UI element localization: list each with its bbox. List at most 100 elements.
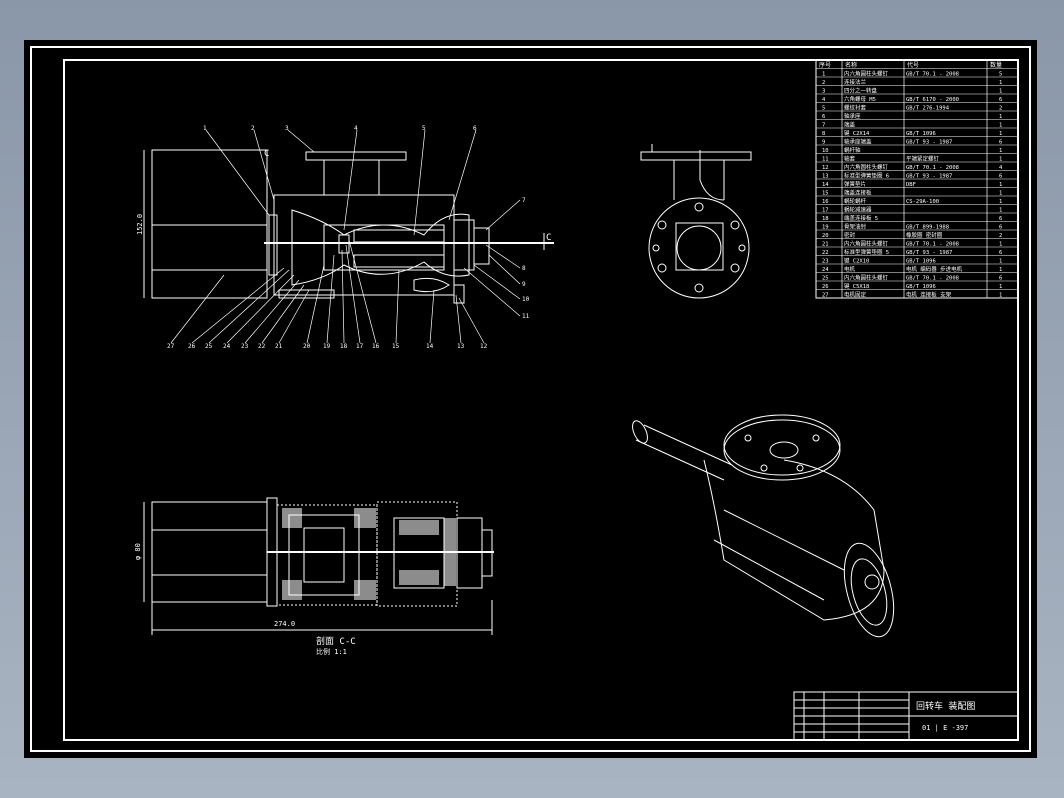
section-label: 剖面 C-C [316, 635, 356, 647]
bom-cell-no: 19 [822, 225, 829, 231]
outer-border [30, 46, 1031, 752]
drawing-title: 回转车 装配图 [916, 700, 975, 712]
bom-cell-qty: 6 [999, 250, 1002, 256]
bom-cell-qty: 1 [999, 114, 1002, 120]
bom-cell-qty: 1 [999, 80, 1002, 86]
part-balloon: 14 [426, 343, 434, 350]
bom-cell-no: 27 [822, 293, 829, 299]
part-balloon: 1 [203, 125, 207, 132]
bom-cell-code: GB/T 6170 - 2000 [906, 97, 959, 103]
bom-cell-name: 键 C2X14 [844, 129, 870, 137]
front-section-view [143, 149, 554, 304]
bom-cell-name: 骨架油封 [844, 223, 867, 231]
bom-cell-qty: 1 [999, 182, 1002, 188]
part-balloon: 18 [340, 343, 348, 350]
part-balloon: 8 [522, 265, 526, 272]
bom-cell-no: 17 [822, 208, 829, 214]
bom-cell-code: GB/T 93 - 1987 [906, 250, 952, 256]
bom-cell-code: DBF [906, 182, 916, 188]
bom-cell-qty: 1 [999, 191, 1002, 197]
section-mark-right: C [546, 233, 551, 243]
bom-cell-no: 3 [822, 89, 825, 95]
part-balloon: 23 [241, 343, 249, 350]
bom-cell-name: 端盖 [844, 121, 856, 129]
section-view-cc [143, 497, 494, 635]
bom-header-cell: 数量 [990, 61, 1002, 69]
part-balloon: 3 [285, 125, 289, 132]
bom-cell-no: 24 [822, 267, 829, 273]
bom-cell-name: 内六角圆柱头螺钉 [844, 240, 889, 248]
bom-cell-name: 弹簧垫片 [844, 180, 866, 188]
dimension-diameter: φ 80 [134, 543, 142, 560]
part-balloon: 2 [251, 125, 255, 132]
bom-cell-qty: 6 [999, 225, 1002, 231]
part-balloon: 25 [205, 343, 213, 350]
dimension-height: 152.0 [136, 214, 144, 235]
bom-cell-qty: 1 [999, 293, 1002, 299]
bom-cell-code: GB/T 93 - 1987 [906, 174, 952, 180]
bom-header-cell: 序号 [819, 61, 831, 69]
side-view [640, 144, 752, 299]
part-balloon: 15 [392, 343, 400, 350]
leader-lines [170, 129, 521, 344]
bom-cell-code: GB/T 70.1 - 2008 [906, 72, 959, 78]
bom-cell-no: 2 [822, 80, 825, 86]
bom-cell-name: 标准型弹簧垫圈 6 [844, 172, 889, 180]
section-scale: 比例 1:1 [316, 647, 347, 656]
bom-cell-name: 六角螺母 M5 [844, 95, 876, 103]
bom-cell-no: 15 [822, 191, 829, 197]
bom-cell-no: 23 [822, 259, 829, 265]
bom-cell-no: 9 [822, 140, 825, 146]
bom-cell-no: 8 [822, 131, 825, 137]
bom-cell-name: 蜗杆轴 [844, 146, 861, 154]
part-balloon: 21 [275, 343, 283, 350]
bom-cell-code: GB/T 276-1994 [906, 106, 950, 112]
part-balloon: 20 [303, 343, 311, 350]
bom-cell-code: GB/T 93 - 1987 [906, 140, 952, 146]
bom-cell-name: 轴承座端盖 [844, 138, 872, 146]
bom-cell-no: 18 [822, 216, 829, 222]
part-balloon: 22 [258, 343, 266, 350]
bom-header-cell: 代号 [907, 61, 919, 69]
bom-cell-name: 四分之一转盘 [844, 87, 878, 95]
dimension-length: 274.0 [274, 620, 295, 628]
bom-cell-qty: 6 [999, 216, 1002, 222]
part-balloon: 24 [223, 343, 231, 350]
bom-cell-no: 1 [822, 72, 825, 78]
part-balloon: 19 [323, 343, 331, 350]
bom-cell-name: 内六角圆柱头螺钉 [844, 70, 889, 78]
bom-cell-name: 键 C5X18 [844, 282, 869, 290]
bom-cell-qty: 6 [999, 97, 1002, 103]
bom-cell-code: GB/T 70.1 - 2008 [906, 276, 959, 282]
bom-cell-name: 标准型弹簧垫圈 5 [844, 248, 889, 256]
bom-cell-code: 电机 连接板 支架 [906, 291, 952, 299]
bom-cell-code: GB/T 70.1 - 2008 [906, 165, 959, 171]
bom-cell-name: 键 C2X10 [844, 257, 869, 265]
bom-cell-code: 平端紧定螺钉 [906, 155, 940, 163]
bom-cell-no: 12 [822, 165, 829, 171]
bom-cell-qty: 1 [999, 123, 1002, 129]
bom-cell-qty: 1 [999, 242, 1002, 248]
bom-cell-name: 端盖连接板 [844, 189, 872, 197]
bom-cell-name: 密封 [844, 231, 856, 239]
inner-border [63, 59, 1019, 741]
bom-cell-code: GB/T 1096 [906, 259, 936, 265]
part-balloon: 26 [188, 343, 196, 350]
bom-cell-name: 蜗轮减速器 [844, 206, 872, 214]
bom-cell-no: 21 [822, 242, 829, 248]
bom-cell-no: 20 [822, 233, 829, 239]
part-balloon: 13 [457, 343, 465, 350]
bom-cell-no: 10 [822, 148, 829, 154]
bom-cell-name: 轴承座 [844, 112, 861, 120]
bom-cell-qty: 6 [999, 174, 1002, 180]
part-balloon: 4 [354, 125, 358, 132]
bom-cell-qty: 4 [999, 165, 1003, 171]
bom-cell-no: 22 [822, 250, 829, 256]
bom-cell-qty: 1 [999, 284, 1002, 290]
